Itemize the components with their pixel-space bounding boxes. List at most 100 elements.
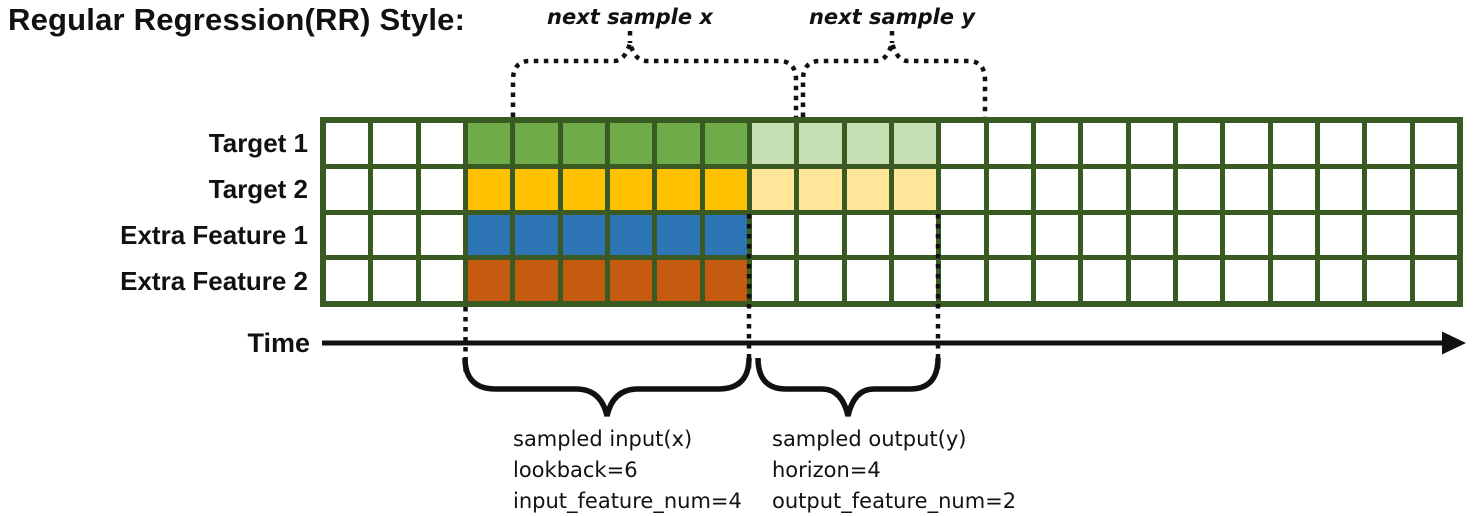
diagram-title: Regular Regression(RR) Style: xyxy=(8,2,466,37)
time-step-cell xyxy=(1130,260,1173,301)
row-label-target-1: Target 1 xyxy=(208,128,308,158)
time-step-cell xyxy=(373,260,416,301)
time-step-cell xyxy=(1272,123,1315,164)
time-step-cell xyxy=(941,168,984,210)
time-step-cell xyxy=(846,123,889,164)
time-step-cell xyxy=(704,123,747,164)
output-feature-num-value: output_feature_num=2 xyxy=(772,489,1017,513)
sample-grid xyxy=(320,117,1463,307)
time-step-cell xyxy=(1177,214,1221,256)
time-step-cell xyxy=(562,214,605,256)
time-step-cell xyxy=(326,260,369,301)
time-step-cell xyxy=(1319,214,1363,256)
time-step-cell xyxy=(1319,260,1363,301)
next-sample-y-label: next sample y xyxy=(808,5,976,29)
time-step-cell xyxy=(1225,260,1268,301)
time-step-cell xyxy=(1035,214,1079,256)
time-step-cell xyxy=(988,168,1031,210)
time-step-cell xyxy=(1319,168,1363,210)
time-step-cell xyxy=(326,214,369,256)
time-step-cell xyxy=(846,214,889,256)
time-step-cell xyxy=(515,123,558,164)
time-step-cell xyxy=(657,168,700,210)
time-step-cell xyxy=(1130,168,1173,210)
time-step-cell xyxy=(751,260,795,301)
time-step-cell xyxy=(1367,214,1410,256)
time-step-cell xyxy=(420,123,463,164)
time-step-cell xyxy=(1414,214,1457,256)
time-step-cell xyxy=(609,260,653,301)
time-step-cell xyxy=(1083,214,1126,256)
time-step-cell xyxy=(988,260,1031,301)
time-step-cell xyxy=(467,214,511,256)
time-step-cell xyxy=(1225,123,1268,164)
time-step-cell xyxy=(467,123,511,164)
next-sample-x-label: next sample x xyxy=(547,5,713,29)
time-step-cell xyxy=(799,214,842,256)
time-step-cell xyxy=(1035,168,1079,210)
time-step-cell xyxy=(657,214,700,256)
time-step-cell xyxy=(562,260,605,301)
sampled-output-title: sampled output(y) xyxy=(772,427,967,451)
time-step-cell xyxy=(1272,168,1315,210)
time-step-cell xyxy=(373,214,416,256)
time-step-cell xyxy=(893,260,937,301)
grid-row xyxy=(326,123,1457,164)
sampled-input-title: sampled input(x) xyxy=(513,427,693,451)
time-step-cell xyxy=(1414,123,1457,164)
time-step-cell xyxy=(1083,260,1126,301)
output-window-brace xyxy=(755,357,941,417)
time-step-cell xyxy=(1035,123,1079,164)
time-step-cell xyxy=(1225,168,1268,210)
time-step-cell xyxy=(799,123,842,164)
time-axis-label: Time xyxy=(247,328,310,358)
time-step-cell xyxy=(988,214,1031,256)
time-step-cell xyxy=(373,168,416,210)
time-step-cell xyxy=(704,168,747,210)
time-step-cell xyxy=(1130,123,1173,164)
time-step-cell xyxy=(988,123,1031,164)
row-label-extra-feature-1: Extra Feature 1 xyxy=(120,220,308,250)
time-step-cell xyxy=(515,260,558,301)
grid-row xyxy=(326,260,1457,301)
time-step-cell xyxy=(326,168,369,210)
time-step-cell xyxy=(420,168,463,210)
time-step-cell xyxy=(799,260,842,301)
time-step-cell xyxy=(1083,168,1126,210)
time-step-cell xyxy=(893,168,937,210)
time-step-cell xyxy=(1225,214,1268,256)
time-step-cell xyxy=(1083,123,1126,164)
lookback-value: lookback=6 xyxy=(513,458,638,482)
time-step-cell xyxy=(941,214,984,256)
time-step-cell xyxy=(1319,123,1363,164)
time-step-cell xyxy=(846,168,889,210)
grid-row xyxy=(326,214,1457,256)
time-step-cell xyxy=(704,214,747,256)
time-step-cell xyxy=(751,123,795,164)
input-feature-num-value: input_feature_num=4 xyxy=(513,489,742,513)
sampled-input-annotation: sampled input(x) lookback=6 input_featur… xyxy=(513,424,742,516)
horizon-value: horizon=4 xyxy=(772,458,881,482)
time-step-cell xyxy=(941,123,984,164)
time-step-cell xyxy=(562,123,605,164)
time-step-cell xyxy=(751,214,795,256)
time-step-cell xyxy=(1272,260,1315,301)
time-step-cell xyxy=(1367,260,1410,301)
row-label-target-2: Target 2 xyxy=(208,174,308,204)
next-sample-y-brace xyxy=(800,34,988,117)
time-step-cell xyxy=(609,123,653,164)
time-step-cell xyxy=(515,214,558,256)
grid-row xyxy=(326,168,1457,210)
time-step-cell xyxy=(1272,214,1315,256)
time-step-cell xyxy=(799,168,842,210)
time-step-cell xyxy=(751,168,795,210)
time-step-cell xyxy=(420,214,463,256)
time-step-cell xyxy=(1130,214,1173,256)
next-sample-x-brace xyxy=(510,34,799,117)
time-step-cell xyxy=(326,123,369,164)
time-step-cell xyxy=(515,168,558,210)
time-step-cell xyxy=(562,168,605,210)
row-label-extra-feature-2: Extra Feature 2 xyxy=(120,266,308,296)
time-step-cell xyxy=(1177,168,1221,210)
